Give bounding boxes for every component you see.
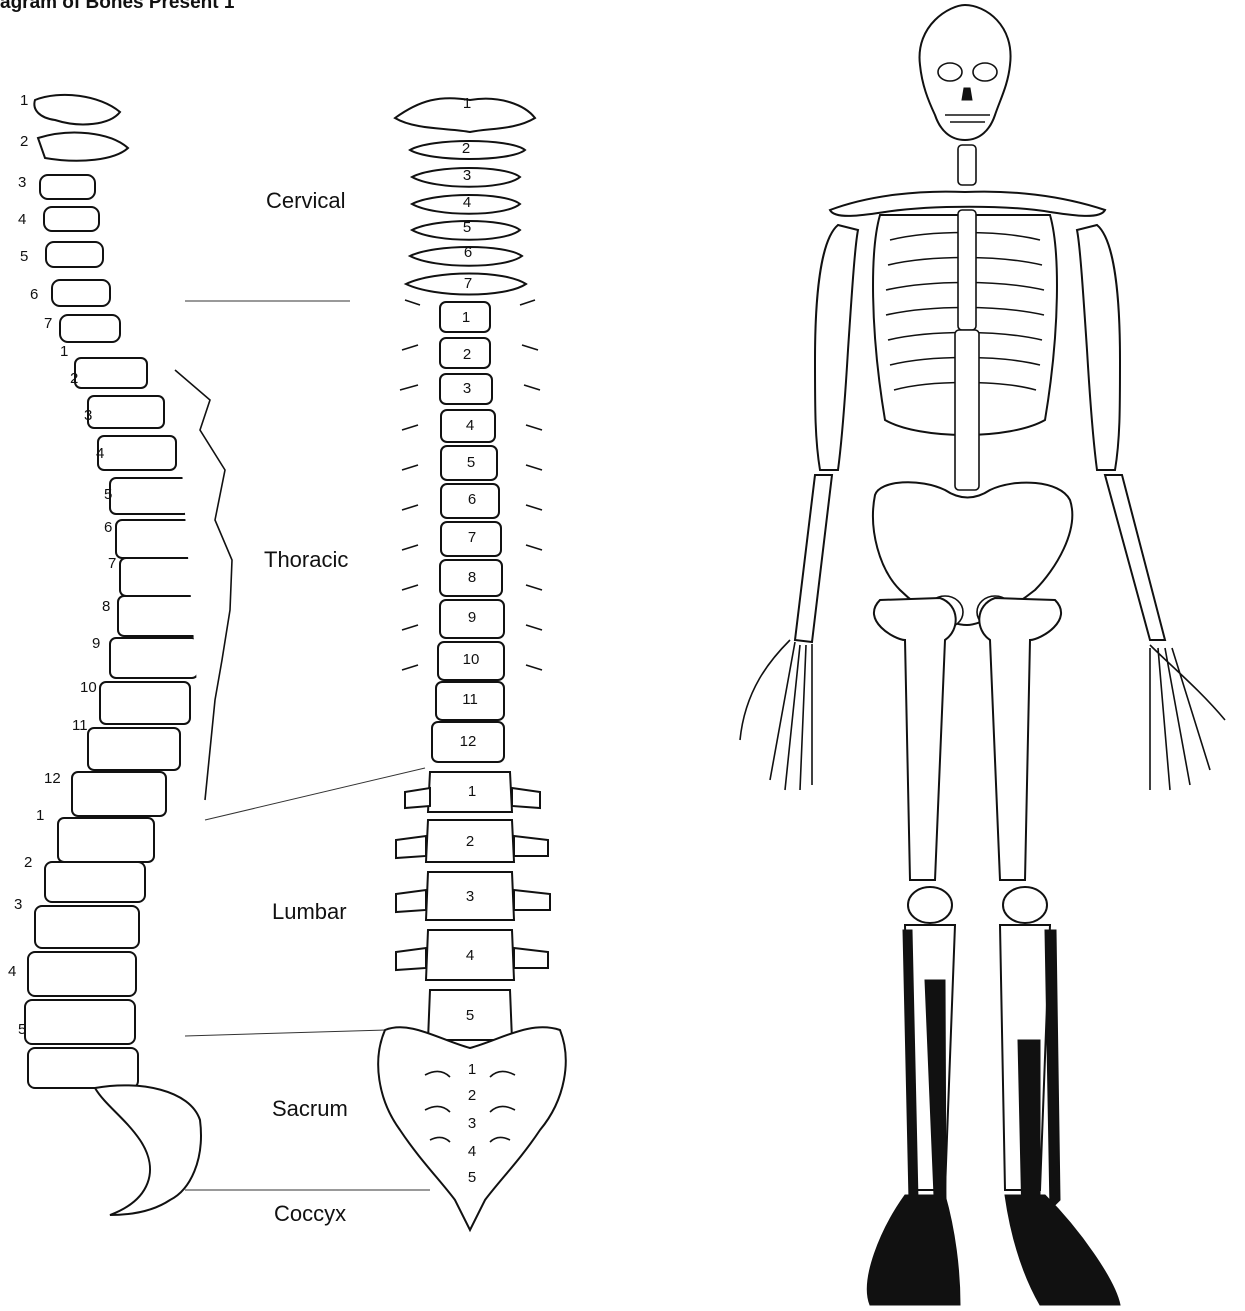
skull	[920, 5, 1011, 140]
legs	[867, 598, 1120, 1305]
neck-and-torso	[830, 145, 1105, 490]
